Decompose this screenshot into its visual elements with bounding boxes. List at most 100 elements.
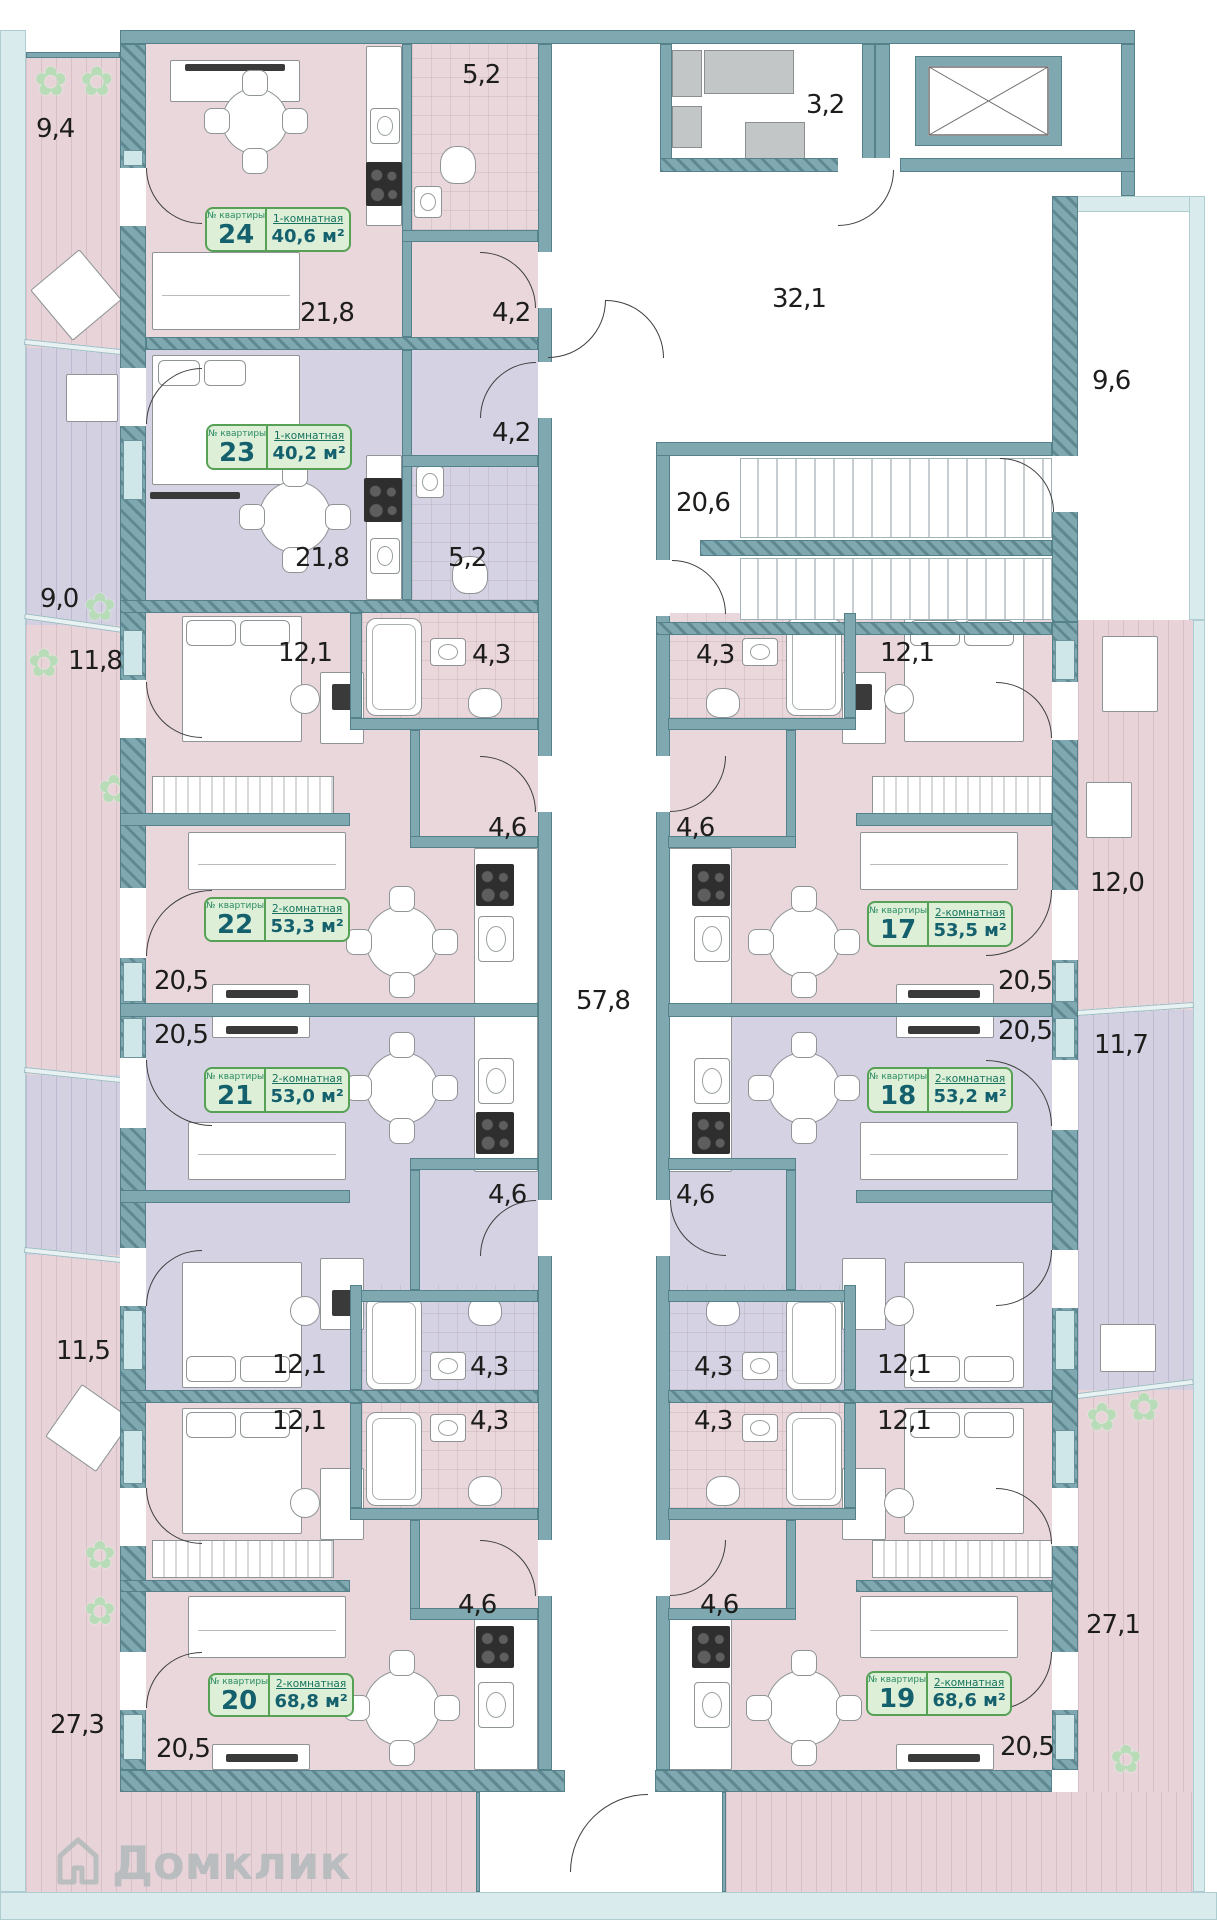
toilet [468,688,502,718]
wall [668,1390,1052,1403]
toilet [706,1476,740,1506]
apartment-card-23: № квартиры 23 1-комнатная 40,2 м² [206,424,352,470]
wall [900,158,1135,172]
chair [791,1740,817,1766]
area-label: 20,5 [998,1016,1053,1046]
wall [668,1003,1052,1017]
plant-icon: ✿ [1128,1385,1160,1429]
door-opening [1052,1250,1078,1308]
wall [350,613,362,718]
toilet [440,146,476,184]
desk-chair [884,1296,914,1326]
pillow [910,1412,960,1438]
apartment-type: 2-комнатная [276,1678,347,1690]
chair [389,972,415,998]
watermark-logo-icon [57,1837,99,1885]
stove [692,1112,730,1154]
wall [402,230,538,242]
elevator-x-icon [928,66,1049,136]
apartment-card-24: № квартиры 24 1-комнатная 40,6 м² [205,207,351,252]
plant-icon: ✿ [34,59,68,105]
kitchen-sink [694,1682,730,1728]
wall [410,730,420,848]
door-opening [1052,456,1078,512]
area-label: 27,3 [50,1710,105,1740]
area-label: 20,5 [156,1734,211,1764]
area-label: 4,3 [694,1352,733,1382]
chair [242,70,268,96]
monitor [852,684,872,710]
wall [120,1003,538,1017]
plant-icon: ✿ [84,585,116,629]
wall [655,1770,1052,1792]
bath-sink [742,638,778,666]
area-label: 12,1 [272,1350,327,1380]
area-label: 4,2 [492,418,531,448]
window [1055,640,1075,680]
dining-table [366,1052,438,1124]
area-label: 3,2 [806,90,845,120]
wall [120,30,1135,44]
apartment-area: 53,2 м² [933,1086,1007,1107]
sofa [188,1596,346,1658]
door-opening [120,368,146,426]
porch-edge [476,1792,480,1892]
tv [185,64,285,71]
wall [146,337,538,350]
tech-shelf [672,50,702,97]
wall [538,44,552,1770]
door-opening [838,158,894,172]
area-label: 5,2 [462,60,501,90]
area-label: 4,6 [676,1180,715,1210]
door-opening [120,888,146,958]
apartment-number: 17 [880,914,917,945]
kitchen-sink [694,1058,730,1104]
chair [791,886,817,912]
apartment-card-19: № квартиры 19 2-комнатная 68,6 м² [866,1671,1012,1716]
area-label: 12,1 [272,1406,327,1436]
wall [120,1190,350,1203]
stairs-flight [740,458,1052,538]
chair [834,1075,860,1101]
bath-sink [742,1414,778,1442]
window [123,150,143,166]
wall [350,718,538,730]
door-arc [838,170,894,226]
porch [480,1792,722,1892]
chair [325,504,351,530]
plant-icon: ✿ [28,641,60,685]
bathtub [366,1296,422,1390]
area-label: 9,0 [40,584,79,614]
apartment-area: 53,0 м² [270,1086,344,1107]
area-label: 20,5 [154,966,209,996]
kitchen-sink [370,538,400,574]
chair [434,1695,460,1721]
wall [350,1285,362,1390]
sofa [860,832,1018,890]
card-title: № квартиры [208,428,267,439]
tech-shelf [672,106,702,148]
desk-chair [884,1488,914,1518]
area-label: 4,3 [470,1406,509,1436]
bath-sink [416,466,444,498]
monitor [332,684,352,710]
chair [242,148,268,174]
wall [120,600,538,613]
chair [432,929,458,955]
door-opening [538,1200,552,1256]
wall [668,1158,796,1170]
area-label: 4,6 [700,1590,739,1620]
door-opening [120,1488,146,1546]
chair [282,547,308,573]
card-title: № квартиры [207,211,266,221]
window [123,1714,143,1760]
bathtub [366,618,422,716]
window [123,1430,143,1484]
area-label: 4,6 [458,1590,497,1620]
terrace-27-1 [1078,1390,1193,1792]
toilet [452,556,488,594]
wall [350,1290,538,1302]
apartment-number: 23 [219,437,256,468]
door-arc [672,560,726,614]
pillow [186,1356,236,1382]
